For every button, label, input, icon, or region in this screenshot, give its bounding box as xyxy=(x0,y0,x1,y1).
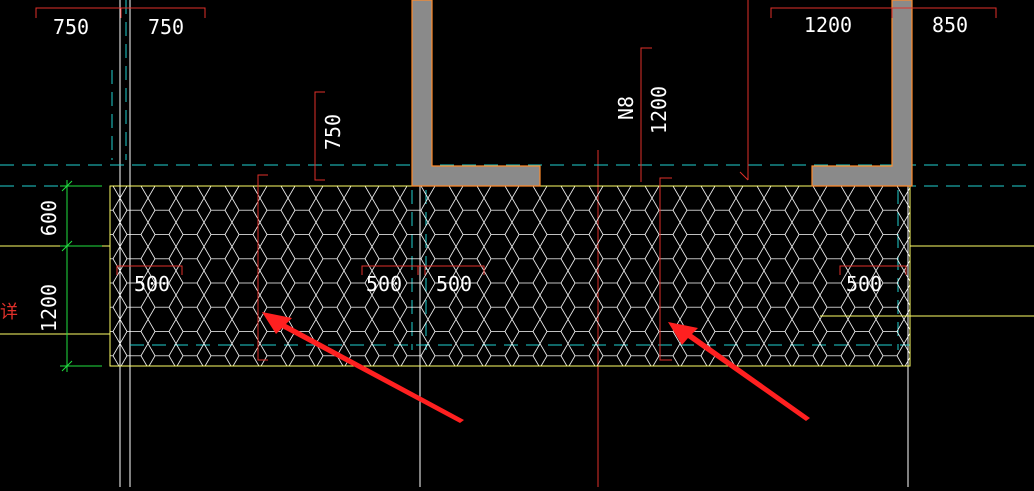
dim-text: 500 xyxy=(846,272,882,296)
dim-tick xyxy=(61,180,73,192)
rebar-label: N8 xyxy=(614,96,638,120)
dim-line xyxy=(116,265,183,275)
dim-tick xyxy=(61,240,73,252)
dim-vertical-1200 xyxy=(640,0,749,182)
walls xyxy=(411,0,913,187)
dim-top-right xyxy=(770,7,997,18)
dim-tick xyxy=(61,360,73,372)
wall-right xyxy=(811,0,913,187)
dim-text: 850 xyxy=(932,13,968,37)
dim-text: 750 xyxy=(321,114,345,150)
rebar-lines xyxy=(257,174,672,361)
annotation-arrows xyxy=(262,312,810,423)
dim-text: 1200 xyxy=(647,86,671,134)
rebar-line xyxy=(659,177,672,361)
dim-line xyxy=(640,47,652,182)
dim-text: 1200 xyxy=(804,13,852,37)
dim-line xyxy=(361,265,426,275)
dim-line xyxy=(417,265,485,275)
dim-text: 1200 xyxy=(37,284,61,332)
side-label: 详 xyxy=(0,302,18,323)
arrow-left xyxy=(262,312,464,423)
dim-line xyxy=(839,265,907,275)
slab-region xyxy=(0,185,1034,367)
dim-tick xyxy=(739,171,749,181)
arrow-right xyxy=(668,322,810,421)
dim-text: 750 xyxy=(53,15,89,39)
dim-text: 600 xyxy=(37,200,61,236)
dim-text: 750 xyxy=(148,15,184,39)
dim-inner xyxy=(116,265,907,275)
dim-top-left xyxy=(35,7,206,18)
dim-text: 500 xyxy=(134,272,170,296)
dim-line xyxy=(314,91,325,181)
dim-text: 500 xyxy=(366,272,402,296)
rebar-line xyxy=(257,174,268,361)
wall-left xyxy=(411,0,541,187)
hex-hatch xyxy=(110,186,910,366)
dim-left xyxy=(60,180,102,372)
dim-line xyxy=(770,7,997,18)
dim-text: 500 xyxy=(436,272,472,296)
dim-vertical-750 xyxy=(314,91,325,181)
